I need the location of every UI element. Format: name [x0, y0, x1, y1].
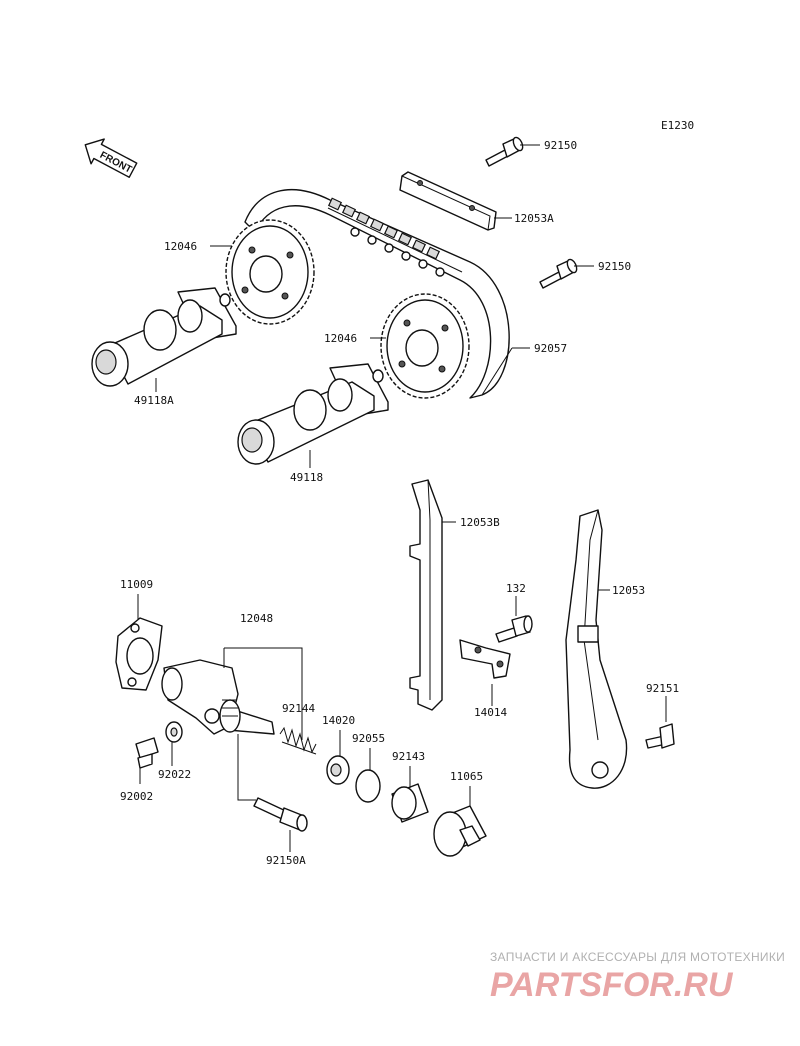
- chain-tensioner: [161, 659, 275, 735]
- part-label: 92150: [544, 139, 577, 152]
- washer: [165, 721, 183, 743]
- part-labels: 92150 12053A 12046 92150 12046 92057 491…: [120, 139, 679, 867]
- bolt-sprocket: [539, 258, 578, 289]
- bolt-guide-pivot: [645, 723, 675, 749]
- part-label: 12046: [164, 240, 197, 253]
- tensioner-spring: [279, 726, 317, 755]
- part-label: 12048: [240, 612, 273, 625]
- part-label: 49118A: [134, 394, 174, 407]
- chain-guide-rear: [565, 509, 628, 789]
- part-label: 14020: [322, 714, 355, 727]
- chain-links: [327, 197, 445, 277]
- bolt-bracket: [495, 615, 533, 643]
- tensioner-bolt: [253, 797, 308, 832]
- part-label: 12053B: [460, 516, 500, 529]
- tensioner-gasket: [115, 617, 163, 691]
- watermark-caption: ЗАПЧАСТИ И АКСЕССУАРЫ ДЛЯ МОТОТЕХНИКИ: [490, 950, 785, 964]
- part-label: 92002: [120, 790, 153, 803]
- watermark-logo: PARTSFOR.RU: [490, 966, 734, 1004]
- tensioner-cap-bolt: [433, 805, 487, 857]
- part-label: 92057: [534, 342, 567, 355]
- part-label: 12046: [324, 332, 357, 345]
- camshaft-sprocket-lower: [380, 293, 470, 399]
- part-label: 12053: [612, 584, 645, 597]
- part-label: 11065: [450, 770, 483, 783]
- part-label: 92144: [282, 702, 315, 715]
- part-label: 92150: [598, 260, 631, 273]
- part-label: 92143: [392, 750, 425, 763]
- part-label: 92151: [646, 682, 679, 695]
- part-label: 92150A: [266, 854, 306, 867]
- part-label: 14014: [474, 706, 507, 719]
- tensioner-collar: [391, 783, 429, 823]
- diagram-code: E1230: [661, 119, 694, 132]
- bolt-upper: [485, 136, 524, 167]
- part-label: 11009: [120, 578, 153, 591]
- tensioner-cap: [326, 755, 350, 785]
- guide-bracket: [459, 639, 511, 679]
- part-label: 132: [506, 582, 526, 595]
- part-label: 92055: [352, 732, 385, 745]
- part-label: 49118: [290, 471, 323, 484]
- leader-lines: [137, 144, 667, 852]
- camshaft-upper: [91, 287, 237, 387]
- watermark: ЗАПЧАСТИ И АКСЕССУАРЫ ДЛЯ МОТОТЕХНИКИ PA…: [490, 950, 785, 1004]
- part-label: 92022: [158, 768, 191, 781]
- camshaft-sprocket-upper: [225, 219, 315, 325]
- chain-guide-front: [409, 479, 443, 711]
- cam-chain: [244, 188, 510, 399]
- front-arrow-icon: FRONT: [84, 138, 138, 178]
- o-ring: [355, 769, 381, 803]
- drain-bolt: [135, 737, 159, 769]
- camshaft-lower: [237, 363, 389, 465]
- part-label: 12053A: [514, 212, 554, 225]
- chain-guide-upper: [399, 171, 497, 231]
